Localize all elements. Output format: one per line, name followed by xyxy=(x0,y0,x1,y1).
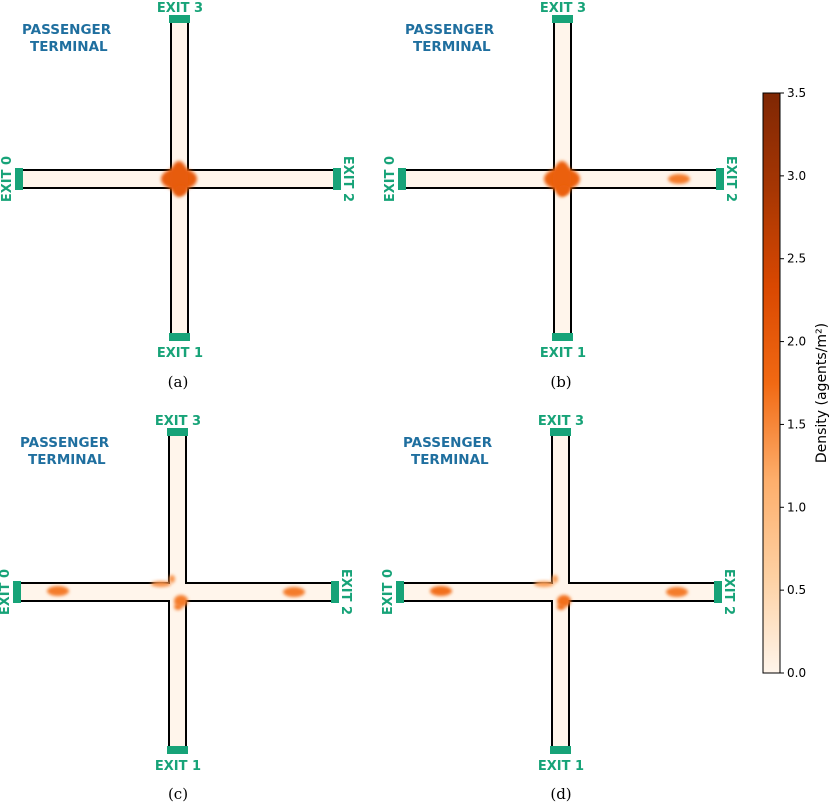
exit-3-label: EXIT 3 xyxy=(540,1,586,16)
crowd-density-blob xyxy=(174,595,188,607)
crowd-density-blob xyxy=(557,595,571,607)
colorbar-tick-label: 1.0 xyxy=(787,500,806,514)
exit-0-door xyxy=(15,168,23,190)
terminal-label-line2: TERMINAL xyxy=(28,452,106,468)
crowd-group xyxy=(47,575,305,610)
exit-3-label: EXIT 3 xyxy=(157,1,203,16)
panel-caption: (a) xyxy=(168,373,189,391)
colorbar-tick-label: 3.0 xyxy=(787,169,806,183)
terminal-label-line2: TERMINAL xyxy=(413,39,491,55)
panel-c: PASSENGER TERMINAL EXIT 3 EXIT 1 EXIT 0 … xyxy=(0,414,353,803)
exit-3-label: EXIT 3 xyxy=(538,414,584,429)
panel-caption: (c) xyxy=(168,785,188,803)
crowd-density-blob xyxy=(283,587,305,597)
colorbar-tick-label: 2.0 xyxy=(787,335,806,349)
colorbar-tick-label: 1.5 xyxy=(787,417,806,431)
panel-caption: (b) xyxy=(550,373,571,391)
crowd-density-blob xyxy=(668,174,690,184)
colorbar-tick-label: 3.5 xyxy=(787,86,806,100)
exit-2-label: EXIT 2 xyxy=(338,569,353,615)
colorbar-tick-label: 0.5 xyxy=(787,583,806,597)
crowd-density-blob xyxy=(430,586,452,596)
panel-d: PASSENGER TERMINAL EXIT 3 EXIT 1 EXIT 0 … xyxy=(381,414,736,803)
exit-1-door xyxy=(550,746,571,754)
panel-b: PASSENGER TERMINAL EXIT 3 EXIT 1 EXIT 0 … xyxy=(383,1,738,391)
exit-2-door xyxy=(714,581,722,603)
crowd-density-blob xyxy=(174,604,182,610)
crowd-group xyxy=(161,161,197,197)
crowd-density-blob xyxy=(552,575,558,583)
exit-0-label: EXIT 0 xyxy=(383,156,398,202)
panel-caption: (d) xyxy=(550,785,571,803)
crowd-density-blob xyxy=(151,581,171,587)
crowd-density-blob xyxy=(558,185,570,195)
colorbar-ticks: 0.0 0.5 1.0 1.5 2.0 2.5 3.0 3.5 xyxy=(780,86,806,680)
terminal-label-line2: TERMINAL xyxy=(411,452,489,468)
colorbar-tick-label: 0.0 xyxy=(787,666,806,680)
exit-1-door xyxy=(552,333,573,341)
exit-1-door xyxy=(167,746,188,754)
exit-2-label: EXIT 2 xyxy=(721,569,736,615)
exit-0-door xyxy=(13,581,21,603)
exit-3-door xyxy=(167,428,188,436)
crowd-density-blob xyxy=(169,575,175,583)
exit-1-label: EXIT 1 xyxy=(155,759,201,774)
crowd-group xyxy=(430,575,688,610)
exit-1-label: EXIT 1 xyxy=(540,346,586,361)
colorbar-tick-label: 2.5 xyxy=(787,252,806,266)
exit-2-door xyxy=(333,168,341,190)
exit-0-label: EXIT 0 xyxy=(0,156,15,202)
crowd-density-blob xyxy=(666,587,688,597)
exit-1-door xyxy=(169,333,190,341)
crowd-density-blob xyxy=(557,604,565,610)
exit-0-door xyxy=(396,581,404,603)
terminal-label-line1: PASSENGER xyxy=(405,22,495,38)
exit-2-label: EXIT 2 xyxy=(723,156,738,202)
terminal-label-line2: TERMINAL xyxy=(30,39,108,55)
crowd-density-blob xyxy=(175,185,187,195)
crowd-density-blob xyxy=(534,581,554,587)
exit-3-door xyxy=(550,428,571,436)
exit-3-label: EXIT 3 xyxy=(155,414,201,429)
colorbar-scale xyxy=(762,92,781,674)
colorbar: 0.0 0.5 1.0 1.5 2.0 2.5 3.0 3.5 Density (agents… xyxy=(762,86,830,680)
exit-1-label: EXIT 1 xyxy=(157,346,203,361)
exit-2-door xyxy=(716,168,724,190)
crowd-density-blob xyxy=(47,586,69,596)
exit-2-door xyxy=(331,581,339,603)
crowd-group xyxy=(544,161,690,197)
exit-3-door xyxy=(169,15,190,23)
colorbar-title: Density (agents/m²) xyxy=(814,323,830,463)
exit-2-label: EXIT 2 xyxy=(340,156,355,202)
terminal-label-line1: PASSENGER xyxy=(22,22,112,38)
terminal-label-line1: PASSENGER xyxy=(20,435,110,451)
terminal-label-line1: PASSENGER xyxy=(403,435,493,451)
exit-3-door xyxy=(552,15,573,23)
panel-a: PASSENGER TERMINAL EXIT 3 EXIT 1 EXIT 0 … xyxy=(0,1,355,391)
exit-0-label: EXIT 0 xyxy=(0,569,13,615)
exit-0-label: EXIT 0 xyxy=(381,569,396,615)
exit-1-label: EXIT 1 xyxy=(538,759,584,774)
exit-0-door xyxy=(398,168,406,190)
